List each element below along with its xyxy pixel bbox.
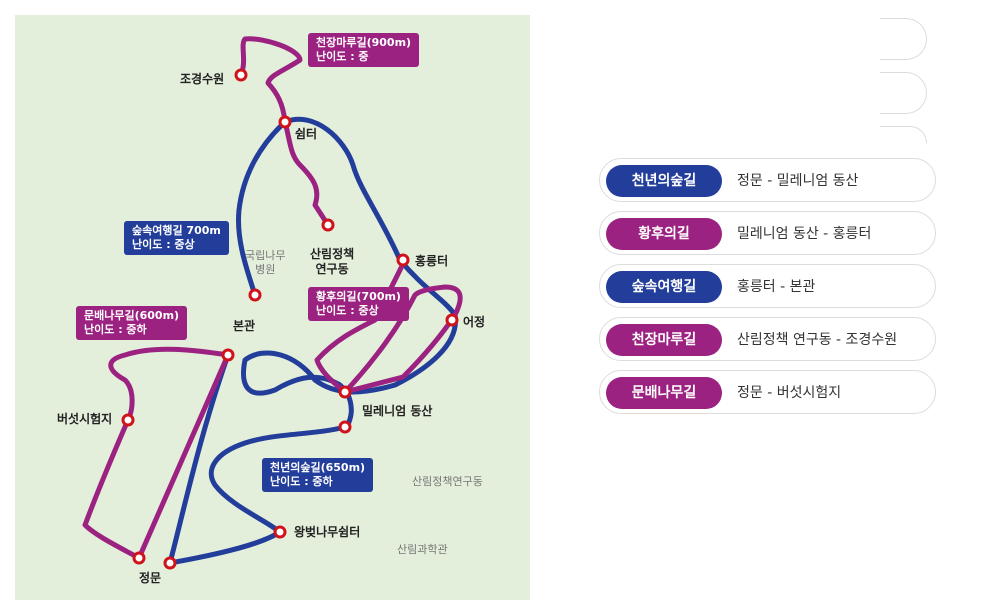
station-millennium-upper[interactable] — [338, 385, 352, 399]
station-jogyeong[interactable] — [234, 68, 248, 82]
legend-route-hwanghu: 밀레니엄 동산 - 홍릉터 — [737, 226, 872, 242]
label-bongwan: 본관 — [233, 319, 256, 333]
trail-map: 조경수원 쉼터 산림정책 연구동 홍릉터 어정 본관 버섯시험지 밀레니엄 동산… — [15, 15, 530, 600]
ghost-tab-3 — [880, 126, 927, 143]
label-jogyeong: 조경수원 — [180, 72, 225, 86]
trail-cheonnyeon — [167, 352, 348, 566]
station-millennium-lower[interactable] — [338, 420, 352, 434]
station-sanrim[interactable] — [321, 218, 335, 232]
station-jeongmun-west[interactable] — [132, 551, 146, 565]
legend-pill-cheonnyeon[interactable]: 천년의숲길 — [606, 165, 722, 197]
station-shimteo[interactable] — [278, 115, 292, 129]
station-jeongmun-east[interactable] — [163, 556, 177, 570]
legend-pill-supsok[interactable]: 숲속여행길 — [606, 271, 722, 303]
label-sanrim: 산림정책 연구동 — [310, 247, 355, 276]
ghost-tab-2 — [880, 72, 927, 114]
legend-route-supsok: 홍릉터 - 본관 — [737, 279, 816, 295]
ghost-tab-1 — [880, 18, 927, 60]
station-hongneungteo[interactable] — [396, 253, 410, 267]
legend-row-hwanghu[interactable]: 황후의길 밀레니엄 동산 - 홍릉터 — [599, 211, 936, 255]
station-bongwan[interactable] — [248, 288, 262, 302]
label-millennium: 밀레니엄 동산 — [362, 404, 433, 418]
label-eojeong: 어정 — [463, 315, 486, 329]
legend-pill-cheonjang[interactable]: 천장마루길 — [606, 324, 722, 356]
station-wangbeot[interactable] — [273, 525, 287, 539]
legend-row-munbae[interactable]: 문배나무길 정문 - 버섯시험지 — [599, 370, 936, 414]
label-beoseot: 버섯시험지 — [57, 412, 113, 426]
legend-route-munbae: 정문 - 버섯시험지 — [737, 385, 842, 401]
tag-munbae: 문배나무길(600m) 난이도 : 중하 — [76, 306, 188, 340]
legend-pill-hwanghu[interactable]: 황후의길 — [606, 218, 722, 250]
tag-supsok: 숲속여행길 700m 난이도 : 중상 — [124, 221, 229, 255]
label-wangbeot: 왕벚나무쉼터 — [294, 525, 361, 539]
station-bongwan-south[interactable] — [221, 348, 235, 362]
trail-legend: 천년의숲길 정문 - 밀레니엄 동산 황후의길 밀레니엄 동산 - 홍릉터 숲속… — [599, 158, 936, 423]
trail-munbae — [82, 346, 231, 561]
label-policy-bldg: 산림정책연구동 — [412, 475, 483, 488]
legend-row-supsok[interactable]: 숲속여행길 홍릉터 - 본관 — [599, 264, 936, 308]
legend-pill-munbae[interactable]: 문배나무길 — [606, 377, 722, 409]
legend-route-cheonjang: 산림정책 연구동 - 조경수원 — [737, 332, 898, 348]
label-science-hall: 산림과학관 — [397, 543, 448, 556]
tag-hwanghu: 황후의길(700m) 난이도 : 중상 — [308, 287, 409, 321]
station-eojeong[interactable] — [445, 313, 459, 327]
label-hongneungteo: 홍릉터 — [415, 254, 449, 268]
trail-lines — [82, 36, 463, 570]
legend-row-cheonjang[interactable]: 천장마루길 산림정책 연구동 - 조경수원 — [599, 317, 936, 361]
station-beoseot[interactable] — [121, 413, 135, 427]
trail-supsok — [236, 116, 458, 430]
legend-row-cheonnyeon[interactable]: 천년의숲길 정문 - 밀레니엄 동산 — [599, 158, 936, 202]
trail-cheonjang — [238, 36, 331, 228]
label-hospital: 국립나무 병원 — [245, 249, 286, 276]
trail-hwanghu — [314, 257, 463, 395]
label-jeongmun: 정문 — [139, 571, 162, 585]
tag-cheonnyeon: 천년의숲길(650m) 난이도 : 중하 — [262, 458, 374, 492]
label-shimteo: 쉼터 — [295, 127, 318, 141]
tag-cheonjang: 천장마루길(900m) 난이도 : 중 — [308, 33, 420, 67]
legend-route-cheonnyeon: 정문 - 밀레니엄 동산 — [737, 173, 859, 189]
